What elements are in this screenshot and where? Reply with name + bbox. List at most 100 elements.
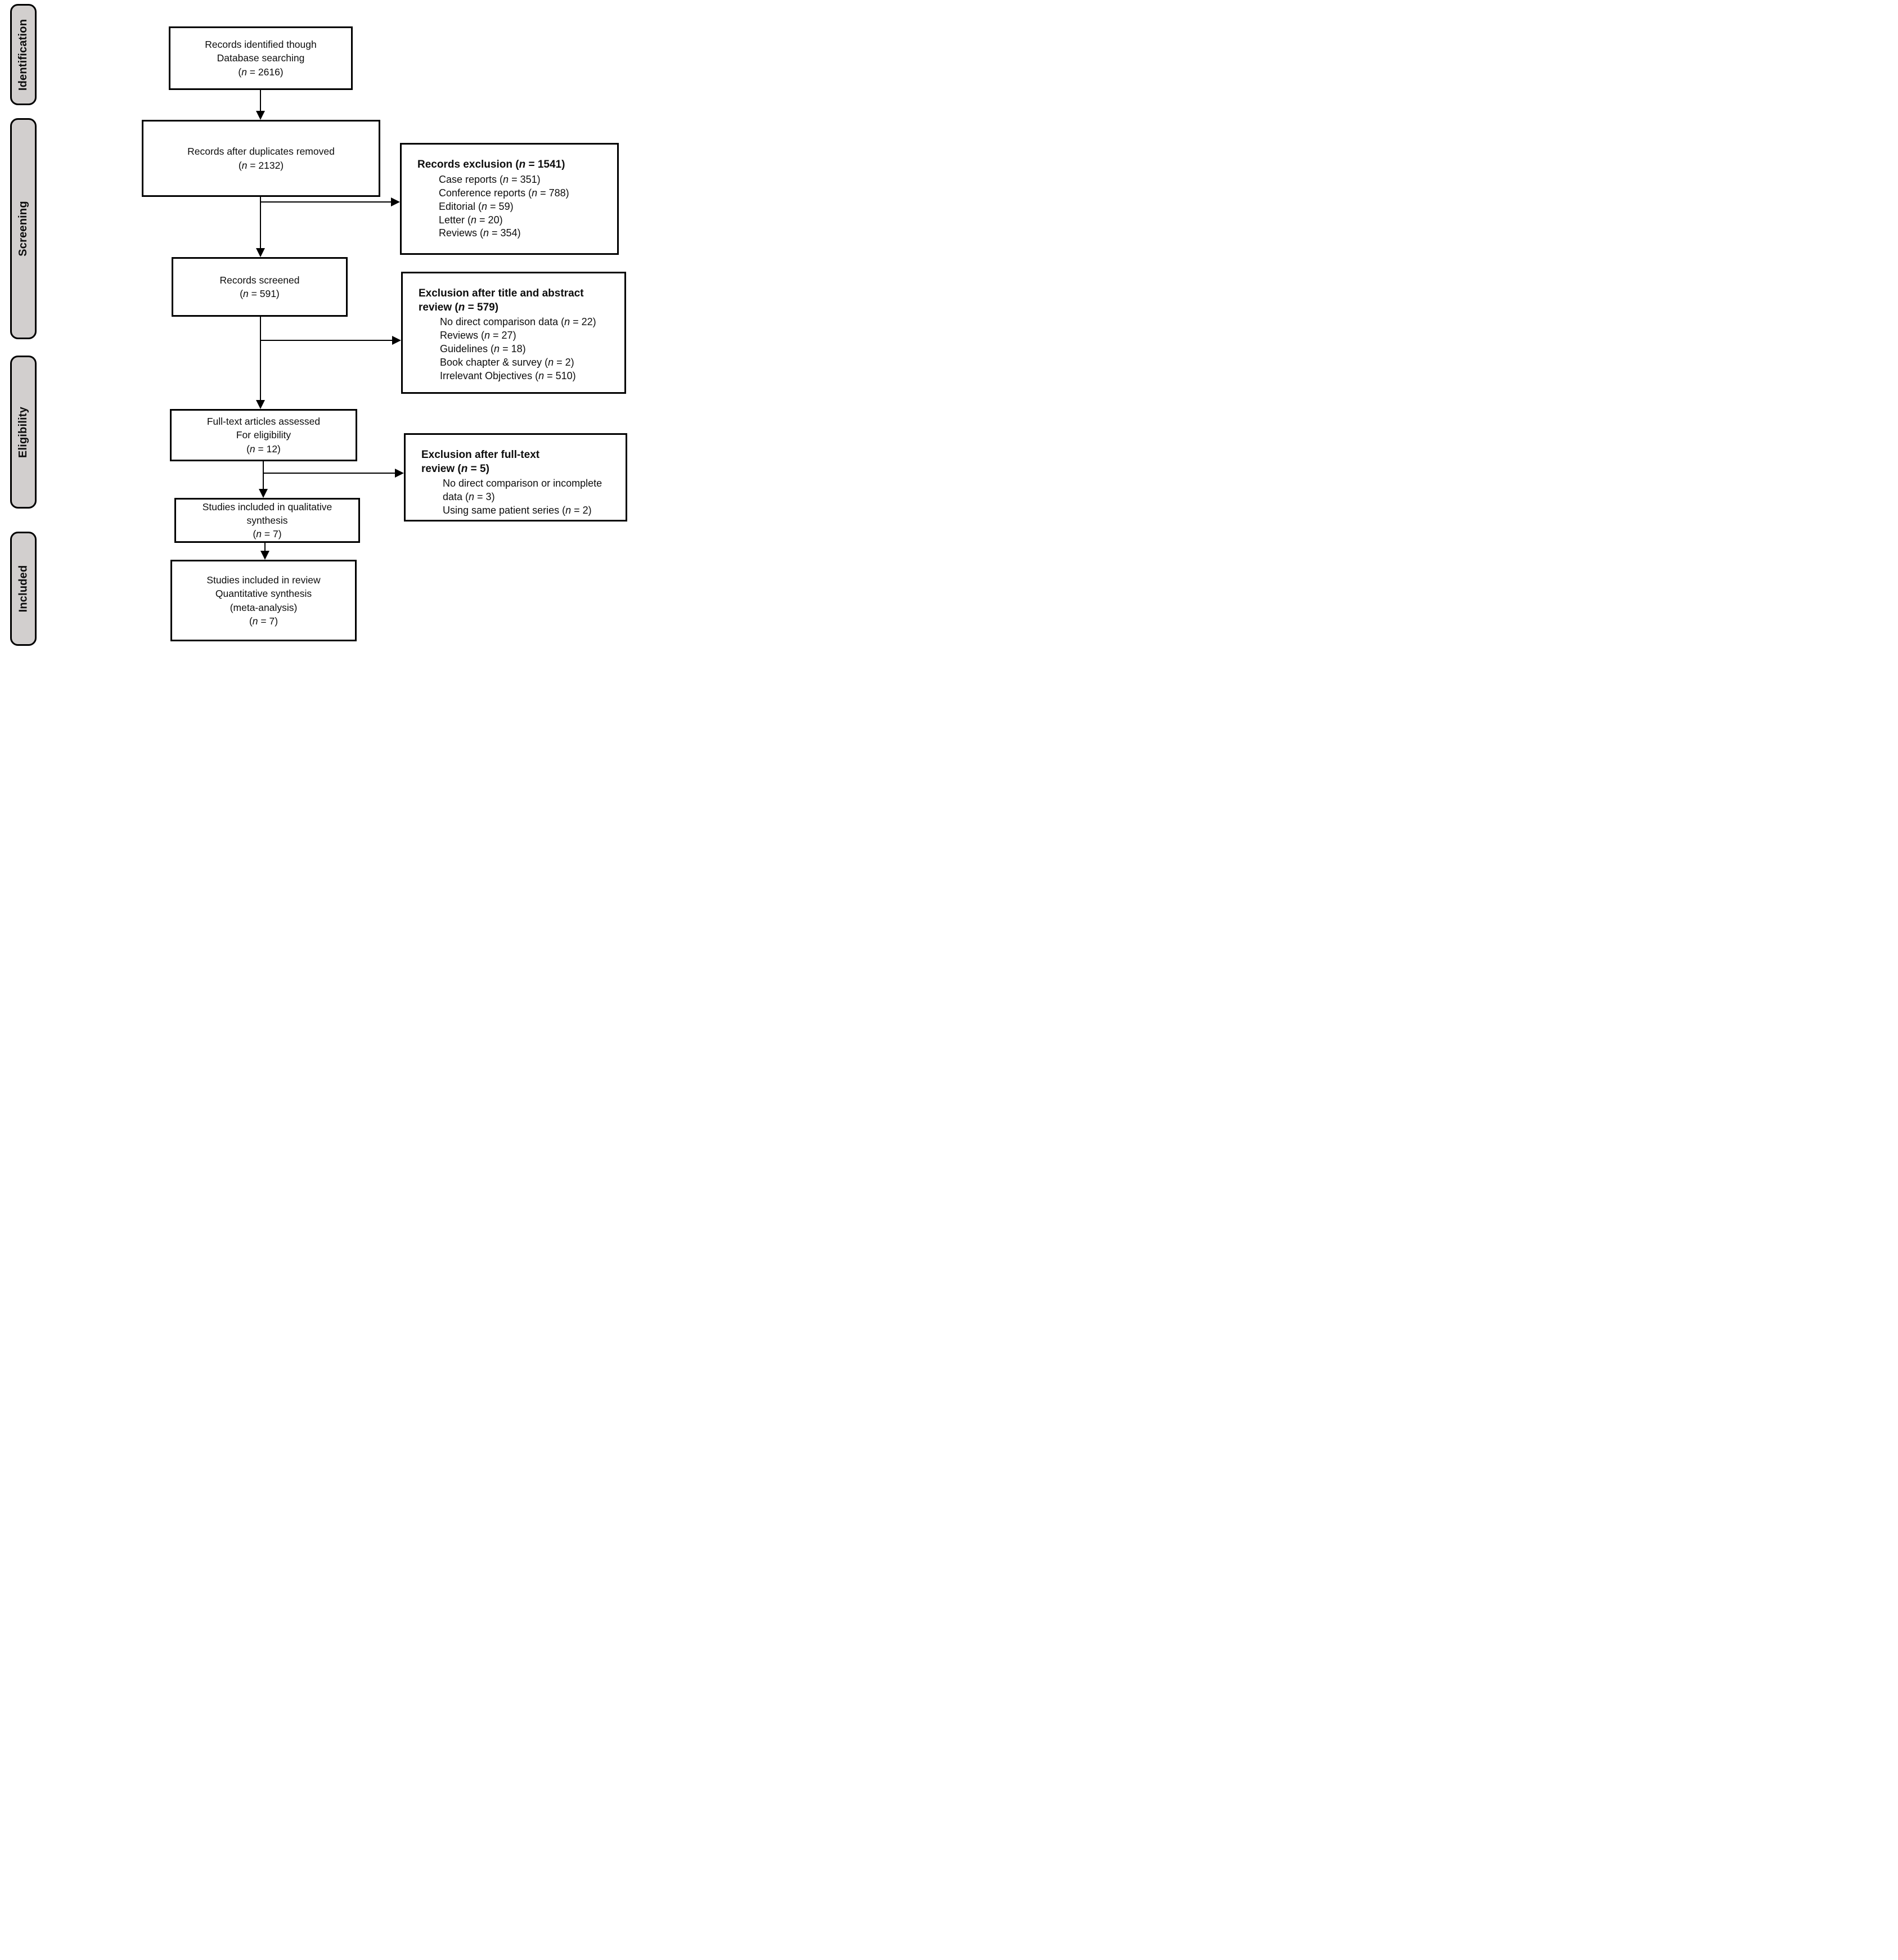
flow-box-text: Full-text articles assessed For eligibil… xyxy=(207,415,320,455)
exclusion-box-records: Records exclusion (n = 1541) Case report… xyxy=(400,143,619,255)
flow-line-3 xyxy=(260,317,261,401)
count-value: = 2132) xyxy=(247,159,284,171)
n-variable: n xyxy=(256,528,262,540)
exclusion-item-text: Letter ( xyxy=(439,214,471,226)
exclusion-item: Book chapter & survey (n = 2) xyxy=(440,356,615,370)
exclusion-header-count: = 5) xyxy=(467,462,489,475)
flow-box-text: Records identified though Database searc… xyxy=(205,38,316,78)
exclusion-item: Guidelines (n = 18) xyxy=(440,343,615,356)
exclusion-item-text: Reviews ( xyxy=(439,227,484,239)
exclusion-item-list: No direct comparison or incomplete data … xyxy=(443,477,617,518)
exclusion-item-count: = 3) xyxy=(474,491,495,503)
exclusion-item: No direct comparison data (n = 22) xyxy=(440,316,615,329)
flow-box-text: Studies included in review Quantitative … xyxy=(206,573,320,628)
count-open-paren: ( xyxy=(246,443,250,455)
count-line: (n = 7) xyxy=(249,615,278,627)
n-variable: n xyxy=(532,187,538,199)
exclusion-item: Irrelevant Objectives (n = 510) xyxy=(440,370,615,383)
exclusion-item: Reviews (n = 354) xyxy=(439,227,608,240)
branch-line-3 xyxy=(263,473,395,474)
exclusion-item: Using same patient series (n = 2) xyxy=(443,504,617,518)
exclusion-item-count: = 351) xyxy=(509,173,541,185)
exclusion-item: Editorial (n = 59) xyxy=(439,200,608,214)
exclusion-item: Letter (n = 20) xyxy=(439,214,608,227)
exclusion-item-text: Reviews ( xyxy=(440,330,485,341)
n-variable: n xyxy=(241,66,247,78)
count-open-paren: ( xyxy=(253,528,257,540)
n-variable: n xyxy=(241,159,248,171)
n-variable: n xyxy=(503,173,509,185)
n-variable: n xyxy=(249,443,255,455)
count-line: (n = 7) xyxy=(253,528,281,540)
exclusion-header: Exclusion after full-text review (n = 5) xyxy=(421,448,617,476)
flow-line-5 xyxy=(264,543,266,551)
flow-box-label: Full-text articles assessed For eligibil… xyxy=(206,416,321,441)
exclusion-box-title-abstract: Exclusion after title and abstract revie… xyxy=(401,272,626,394)
exclusion-header-count: = 579) xyxy=(465,301,499,313)
n-variable: n xyxy=(461,462,468,475)
n-variable: n xyxy=(565,505,572,516)
count-value: = 591) xyxy=(248,288,280,299)
n-variable: n xyxy=(471,214,477,226)
stage-label-text: Identification xyxy=(17,19,29,91)
exclusion-item-count: = 354) xyxy=(489,227,521,239)
exclusion-header-text: Exclusion after full-text review ( xyxy=(421,449,540,475)
flow-line-4 xyxy=(263,461,264,489)
branch-arrowhead-1 xyxy=(391,197,400,206)
exclusion-item-count: = 27) xyxy=(490,330,516,341)
exclusion-item-count: = 18) xyxy=(500,343,526,355)
n-variable: n xyxy=(252,615,258,627)
count-value: = 7) xyxy=(258,615,278,627)
exclusion-item-count: = 22) xyxy=(570,316,596,328)
count-line: (n = 2132) xyxy=(239,160,284,171)
flow-line-1 xyxy=(260,90,261,111)
flow-arrowhead-1 xyxy=(256,111,265,120)
exclusion-item-text: Editorial ( xyxy=(439,200,482,212)
flow-box-fulltext-assessed: Full-text articles assessed For eligibil… xyxy=(170,409,357,461)
exclusion-item-text: No direct comparison data ( xyxy=(440,316,565,328)
count-open-paren: ( xyxy=(238,159,242,171)
flow-line-2 xyxy=(260,197,261,249)
count-open-paren: ( xyxy=(249,615,253,627)
branch-arrowhead-2 xyxy=(392,336,401,345)
flow-arrowhead-4 xyxy=(259,489,268,498)
flow-box-text: Records after duplicates removed (n = 21… xyxy=(187,145,335,172)
count-line: (n = 12) xyxy=(246,443,281,455)
exclusion-item-count: = 59) xyxy=(487,200,514,212)
flow-box-label: Studies included in qualitative synthesi… xyxy=(202,501,332,526)
count-open-paren: ( xyxy=(240,288,244,299)
exclusion-item-count: = 2) xyxy=(554,357,574,368)
n-variable: n xyxy=(538,370,545,382)
exclusion-item-text: Book chapter & survey ( xyxy=(440,357,548,368)
exclusion-item-count: = 20) xyxy=(476,214,503,226)
n-variable: n xyxy=(469,491,475,503)
flow-box-label: Studies included in review Quantitative … xyxy=(206,574,321,613)
n-variable: n xyxy=(243,288,249,299)
flow-box-records-screened: Records screened (n = 591) xyxy=(172,257,348,317)
flow-box-label: Records screened xyxy=(219,274,300,286)
stage-label-eligibility: Eligibility xyxy=(10,356,37,509)
exclusion-item-text: Case reports ( xyxy=(439,173,503,185)
flow-arrowhead-2 xyxy=(256,248,265,257)
stage-label-screening: Screening xyxy=(10,118,37,339)
exclusion-item-count: = 788) xyxy=(537,187,569,199)
flow-arrowhead-3 xyxy=(256,400,265,409)
exclusion-item-text: Conference reports ( xyxy=(439,187,532,199)
n-variable: n xyxy=(484,330,491,341)
n-variable: n xyxy=(519,159,526,170)
exclusion-item: Conference reports (n = 788) xyxy=(439,187,608,200)
count-line: (n = 591) xyxy=(240,288,280,299)
stage-label-text: Included xyxy=(17,565,30,613)
flow-box-duplicates-removed: Records after duplicates removed (n = 21… xyxy=(142,120,380,197)
n-variable: n xyxy=(564,316,570,328)
exclusion-header-text: Records exclusion ( xyxy=(417,159,519,170)
count-line: (n = 2616) xyxy=(238,66,283,78)
n-variable: n xyxy=(458,301,465,313)
exclusion-item-text: Using same patient series ( xyxy=(443,505,566,516)
stage-label-identification: Identification xyxy=(10,4,37,105)
branch-arrowhead-3 xyxy=(395,469,404,478)
exclusion-item: No direct comparison or incomplete data … xyxy=(443,477,617,504)
flow-box-records-identified: Records identified though Database searc… xyxy=(169,26,353,90)
stage-label-text: Eligibility xyxy=(17,406,30,458)
flow-box-label: Records identified though Database searc… xyxy=(205,39,317,64)
